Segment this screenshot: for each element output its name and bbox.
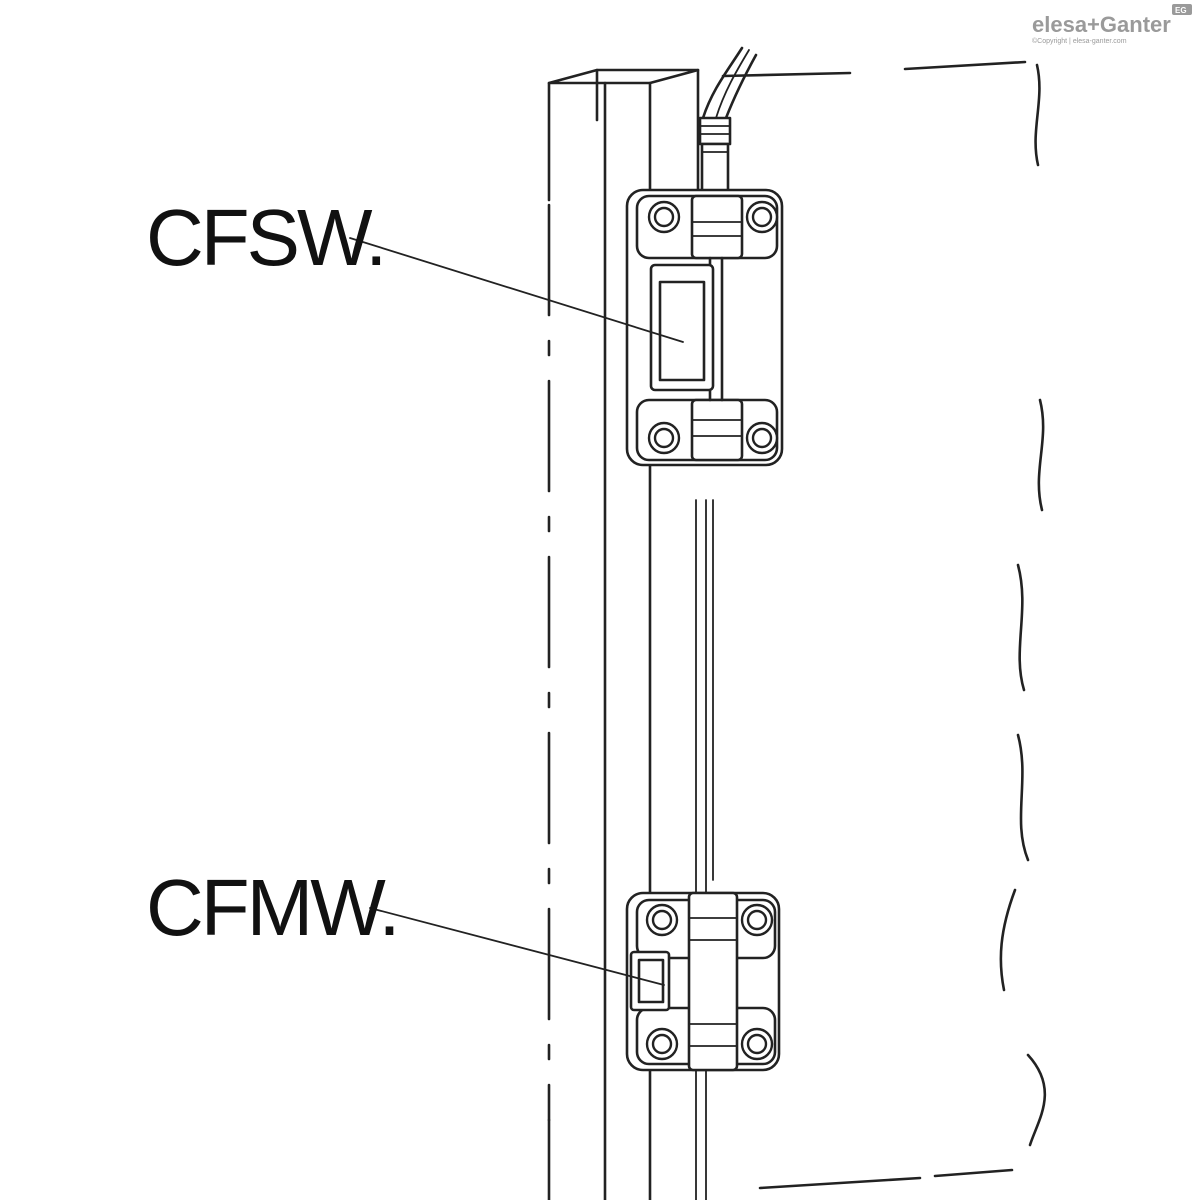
brand-copyright: ©Copyright | elesa-ganter.com bbox=[1032, 37, 1127, 45]
leader-line-cfmw bbox=[369, 907, 665, 986]
switch-hinge-cfsw bbox=[625, 188, 784, 467]
label-cfsw: CFSW. bbox=[146, 193, 384, 282]
hinge-cfmw bbox=[625, 891, 781, 1072]
sensor-cable bbox=[698, 46, 758, 196]
brand-badge-text: EG bbox=[1175, 6, 1187, 15]
brand-logo-text: elesa+Ganter bbox=[1032, 12, 1171, 37]
brand-logo: elesa+Ganter ©Copyright | elesa-ganter.c… bbox=[1032, 4, 1192, 45]
label-cfmw: CFMW. bbox=[146, 863, 398, 952]
brand-badge-icon bbox=[1172, 4, 1192, 15]
leader-line-cfsw bbox=[349, 237, 684, 343]
door-leaf bbox=[695, 60, 1047, 1200]
